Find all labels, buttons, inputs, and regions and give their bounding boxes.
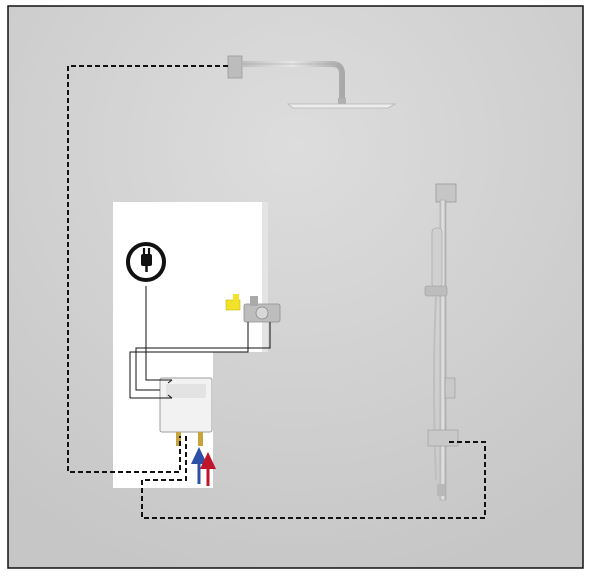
pipe-route-to-hand-shower — [141, 436, 486, 519]
thermostatic-mixer-valve — [225, 294, 281, 323]
wall-cutout — [113, 202, 268, 488]
water-heater-unit — [159, 377, 213, 446]
cold-water-arrow — [191, 447, 207, 484]
pipe-route-to-rain-shower — [67, 65, 228, 473]
electrical-wiring — [129, 286, 271, 399]
wall-background — [8, 6, 583, 568]
diagram-frame — [7, 5, 584, 569]
hot-water-arrow — [200, 452, 216, 486]
power-plug-icon — [126, 242, 166, 282]
